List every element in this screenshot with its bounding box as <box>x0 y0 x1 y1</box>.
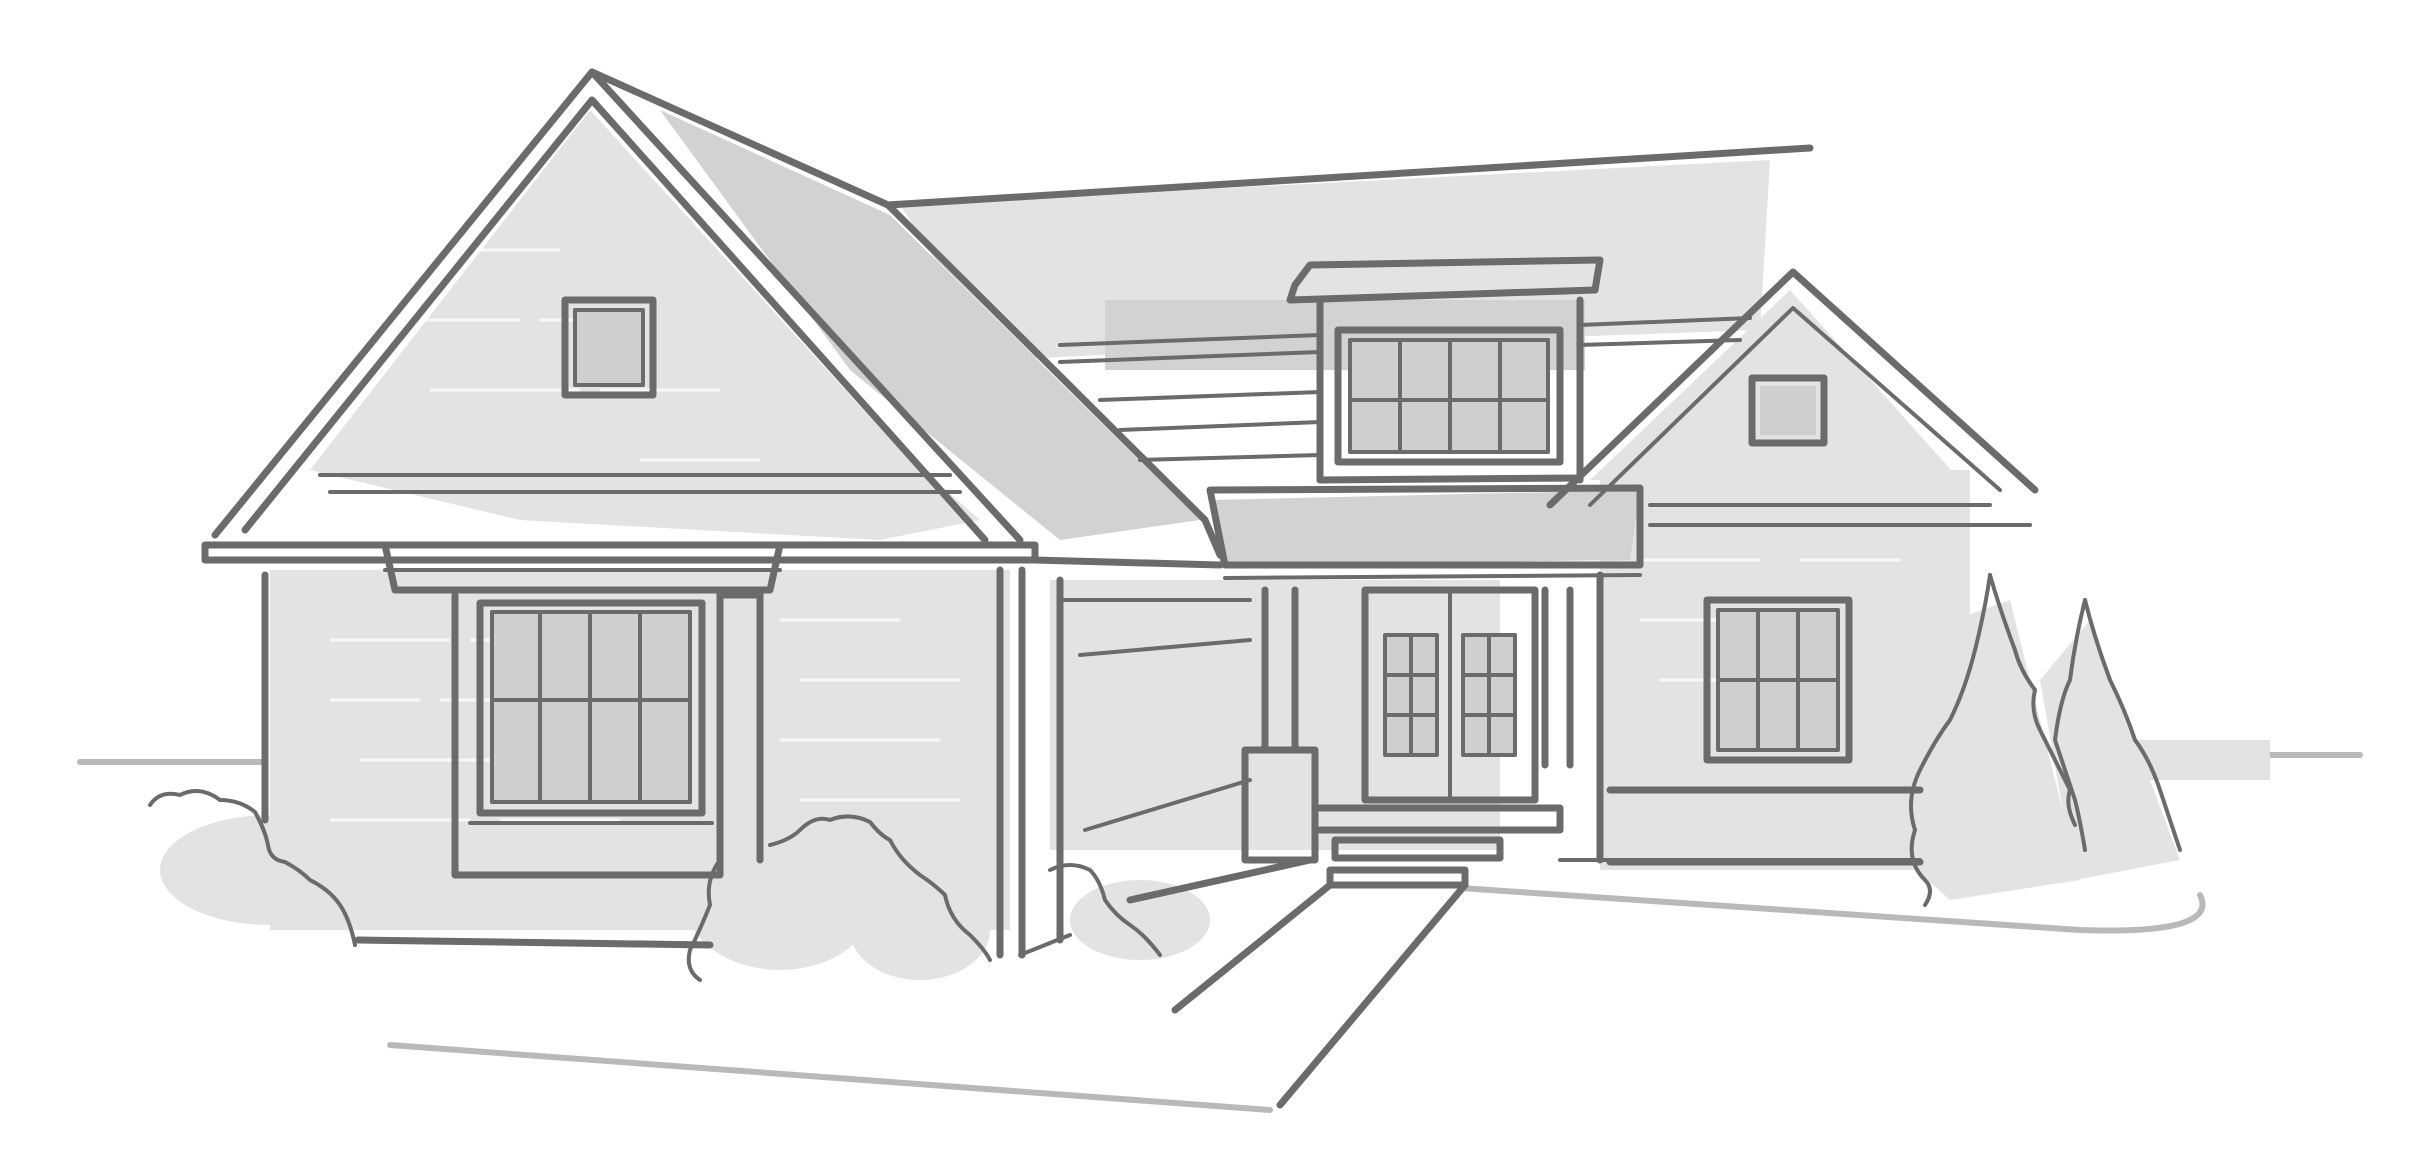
right-wing-window <box>1606 596 1924 866</box>
bay-window-roof <box>201 541 1224 594</box>
steps-and-walkway <box>1171 836 1922 1109</box>
shrubs <box>148 789 1162 982</box>
left-wing-walls <box>261 566 1072 959</box>
porch-roof <box>1206 484 1644 580</box>
brick-texture <box>330 248 1900 822</box>
right-gable <box>1546 268 2039 527</box>
bay-window <box>451 591 764 879</box>
garage-opening <box>1058 598 1314 904</box>
dormer <box>1286 256 1604 484</box>
front-porch <box>1241 571 1604 864</box>
rear-roof <box>588 68 1814 559</box>
evergreen-trees <box>1909 573 2182 907</box>
